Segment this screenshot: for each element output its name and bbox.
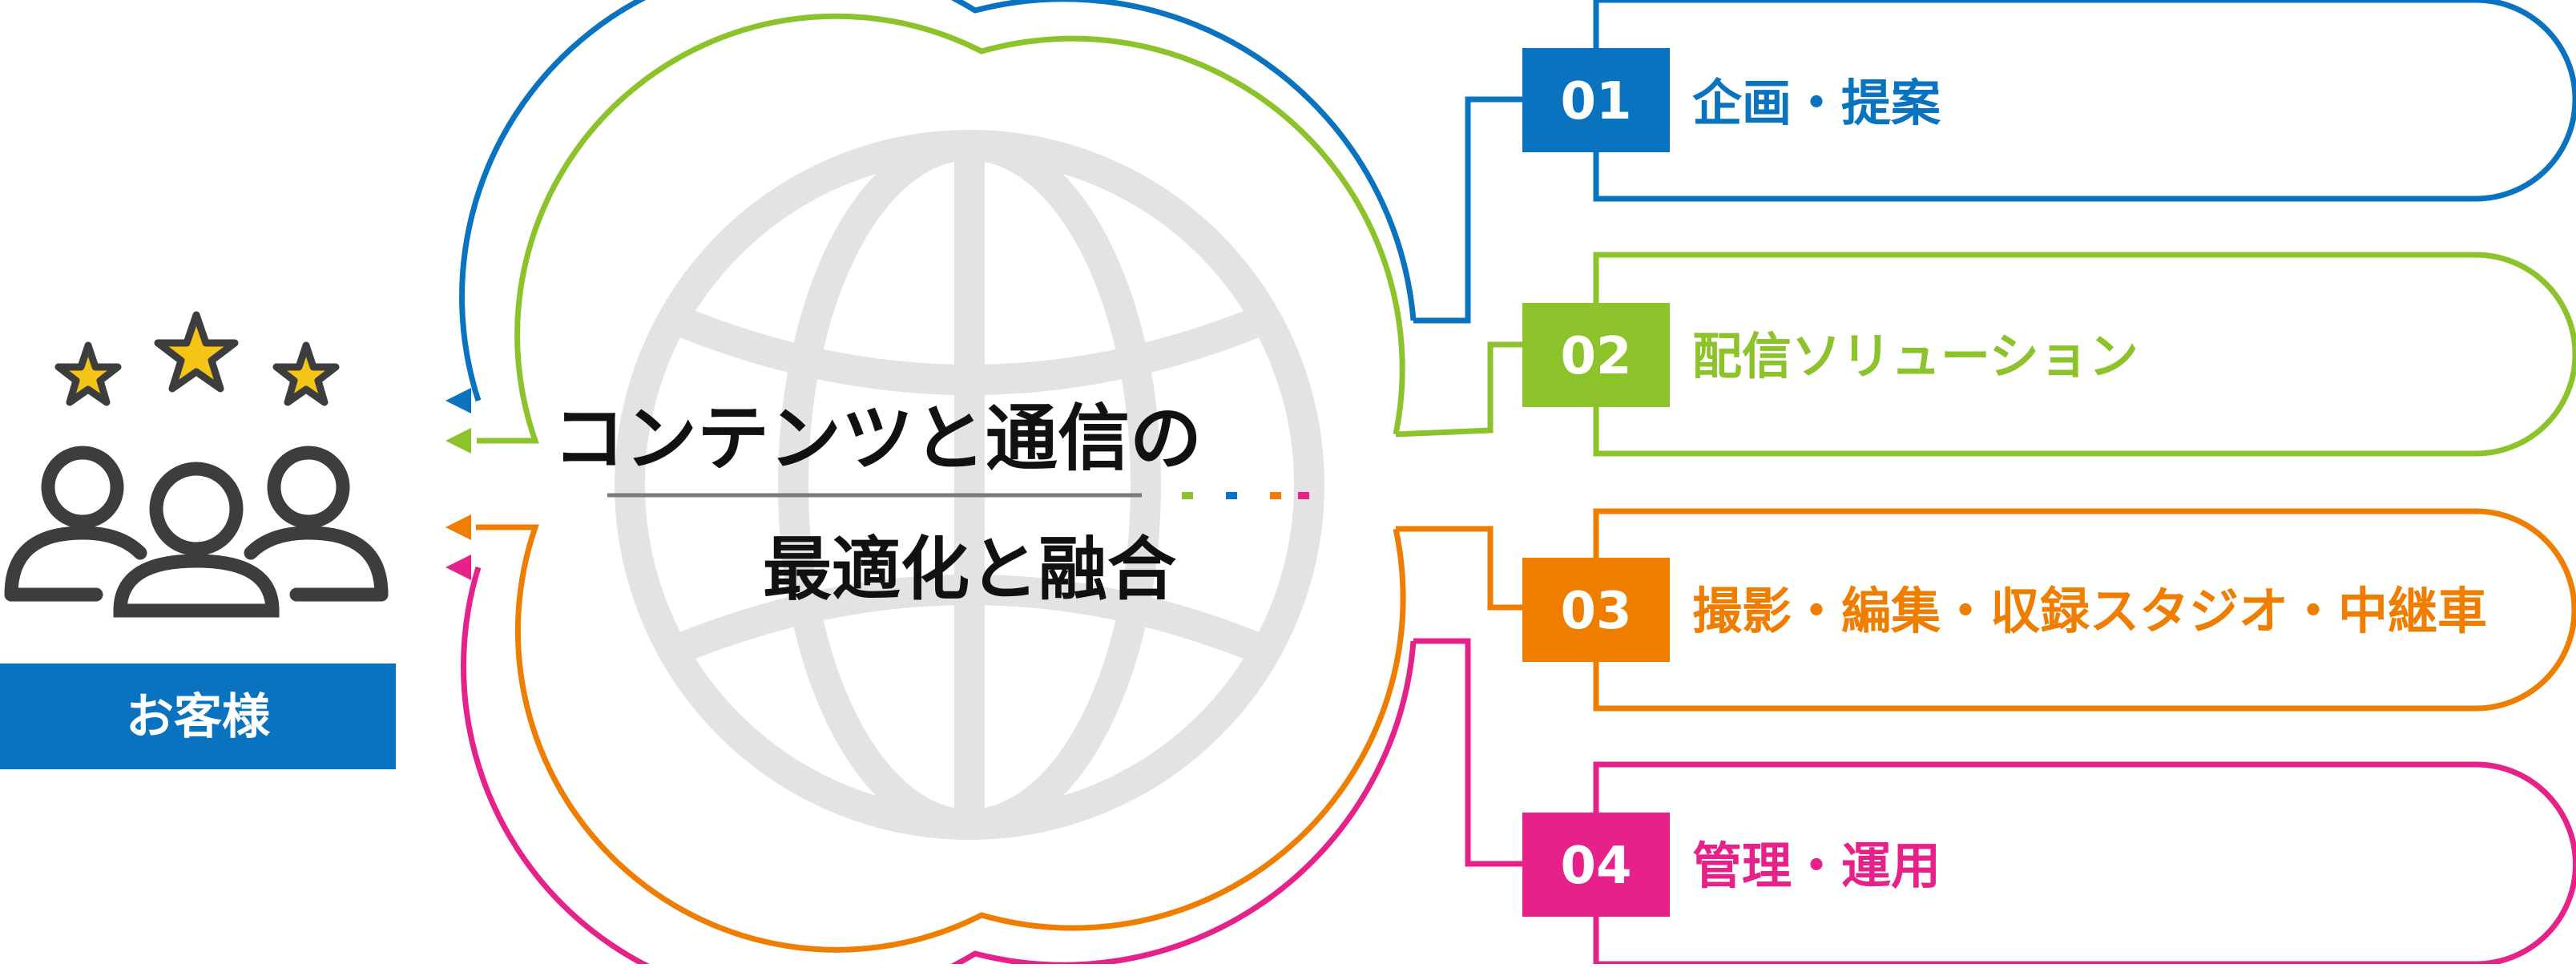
- service-frame-04: [1593, 761, 2576, 967]
- center-title-line2: 最適化と融合: [763, 530, 1176, 610]
- number-badge-text: 01: [1560, 72, 1631, 131]
- service-frame-02: [1593, 252, 2576, 457]
- number-badge-04: [1522, 813, 1670, 917]
- center-title-line1: コンテンツと通信の: [553, 397, 1202, 481]
- arrow-left-icon: [445, 388, 471, 580]
- center-title: コンテンツと通信の 最適化と融合: [553, 397, 1309, 610]
- number-badge-text: 02: [1560, 327, 1631, 386]
- number-badge-01: [1522, 48, 1670, 152]
- globe-icon: [615, 130, 1324, 840]
- connector-elbow-03: [1396, 526, 1522, 611]
- customer-icon: [4, 311, 389, 618]
- service-frame-03: [1593, 508, 2576, 712]
- customer-label-box: お客様: [0, 663, 396, 769]
- connector-arc-03: [476, 524, 1406, 953]
- service-row-04: 04 管理・運用: [1522, 813, 1941, 917]
- service-row-02: 02 配信ソリューション: [1522, 303, 2139, 407]
- customer-label: お客様: [126, 689, 271, 745]
- number-badge-text: 04: [1560, 837, 1631, 896]
- service-label: 撮影・編集・収録スタジオ・中継車: [1692, 582, 2487, 640]
- connector-arc-04: [461, 566, 1417, 968]
- number-badge-03: [1522, 558, 1670, 662]
- service-frame-01: [1593, 0, 2576, 202]
- service-row-03: 03 撮影・編集・収録スタジオ・中継車: [1522, 558, 2487, 662]
- service-label: 管理・運用: [1692, 837, 1941, 895]
- service-label: 配信ソリューション: [1692, 327, 2139, 385]
- connector-arc-02: [477, 13, 1405, 444]
- number-badge-02: [1522, 303, 1670, 407]
- connector-elbow-02: [1395, 341, 1522, 438]
- connector-elbow-04: [1413, 638, 1522, 867]
- connector-arc-01: [459, 0, 1417, 402]
- service-row-01: 01 企画・提案: [1522, 48, 1941, 152]
- connector-elbow-01: [1413, 96, 1522, 324]
- person-icon: [4, 446, 389, 618]
- service-label: 企画・提案: [1692, 74, 1941, 132]
- divider-dots: [1182, 492, 1309, 499]
- number-badge-text: 03: [1560, 582, 1631, 641]
- star-icon: [54, 311, 340, 406]
